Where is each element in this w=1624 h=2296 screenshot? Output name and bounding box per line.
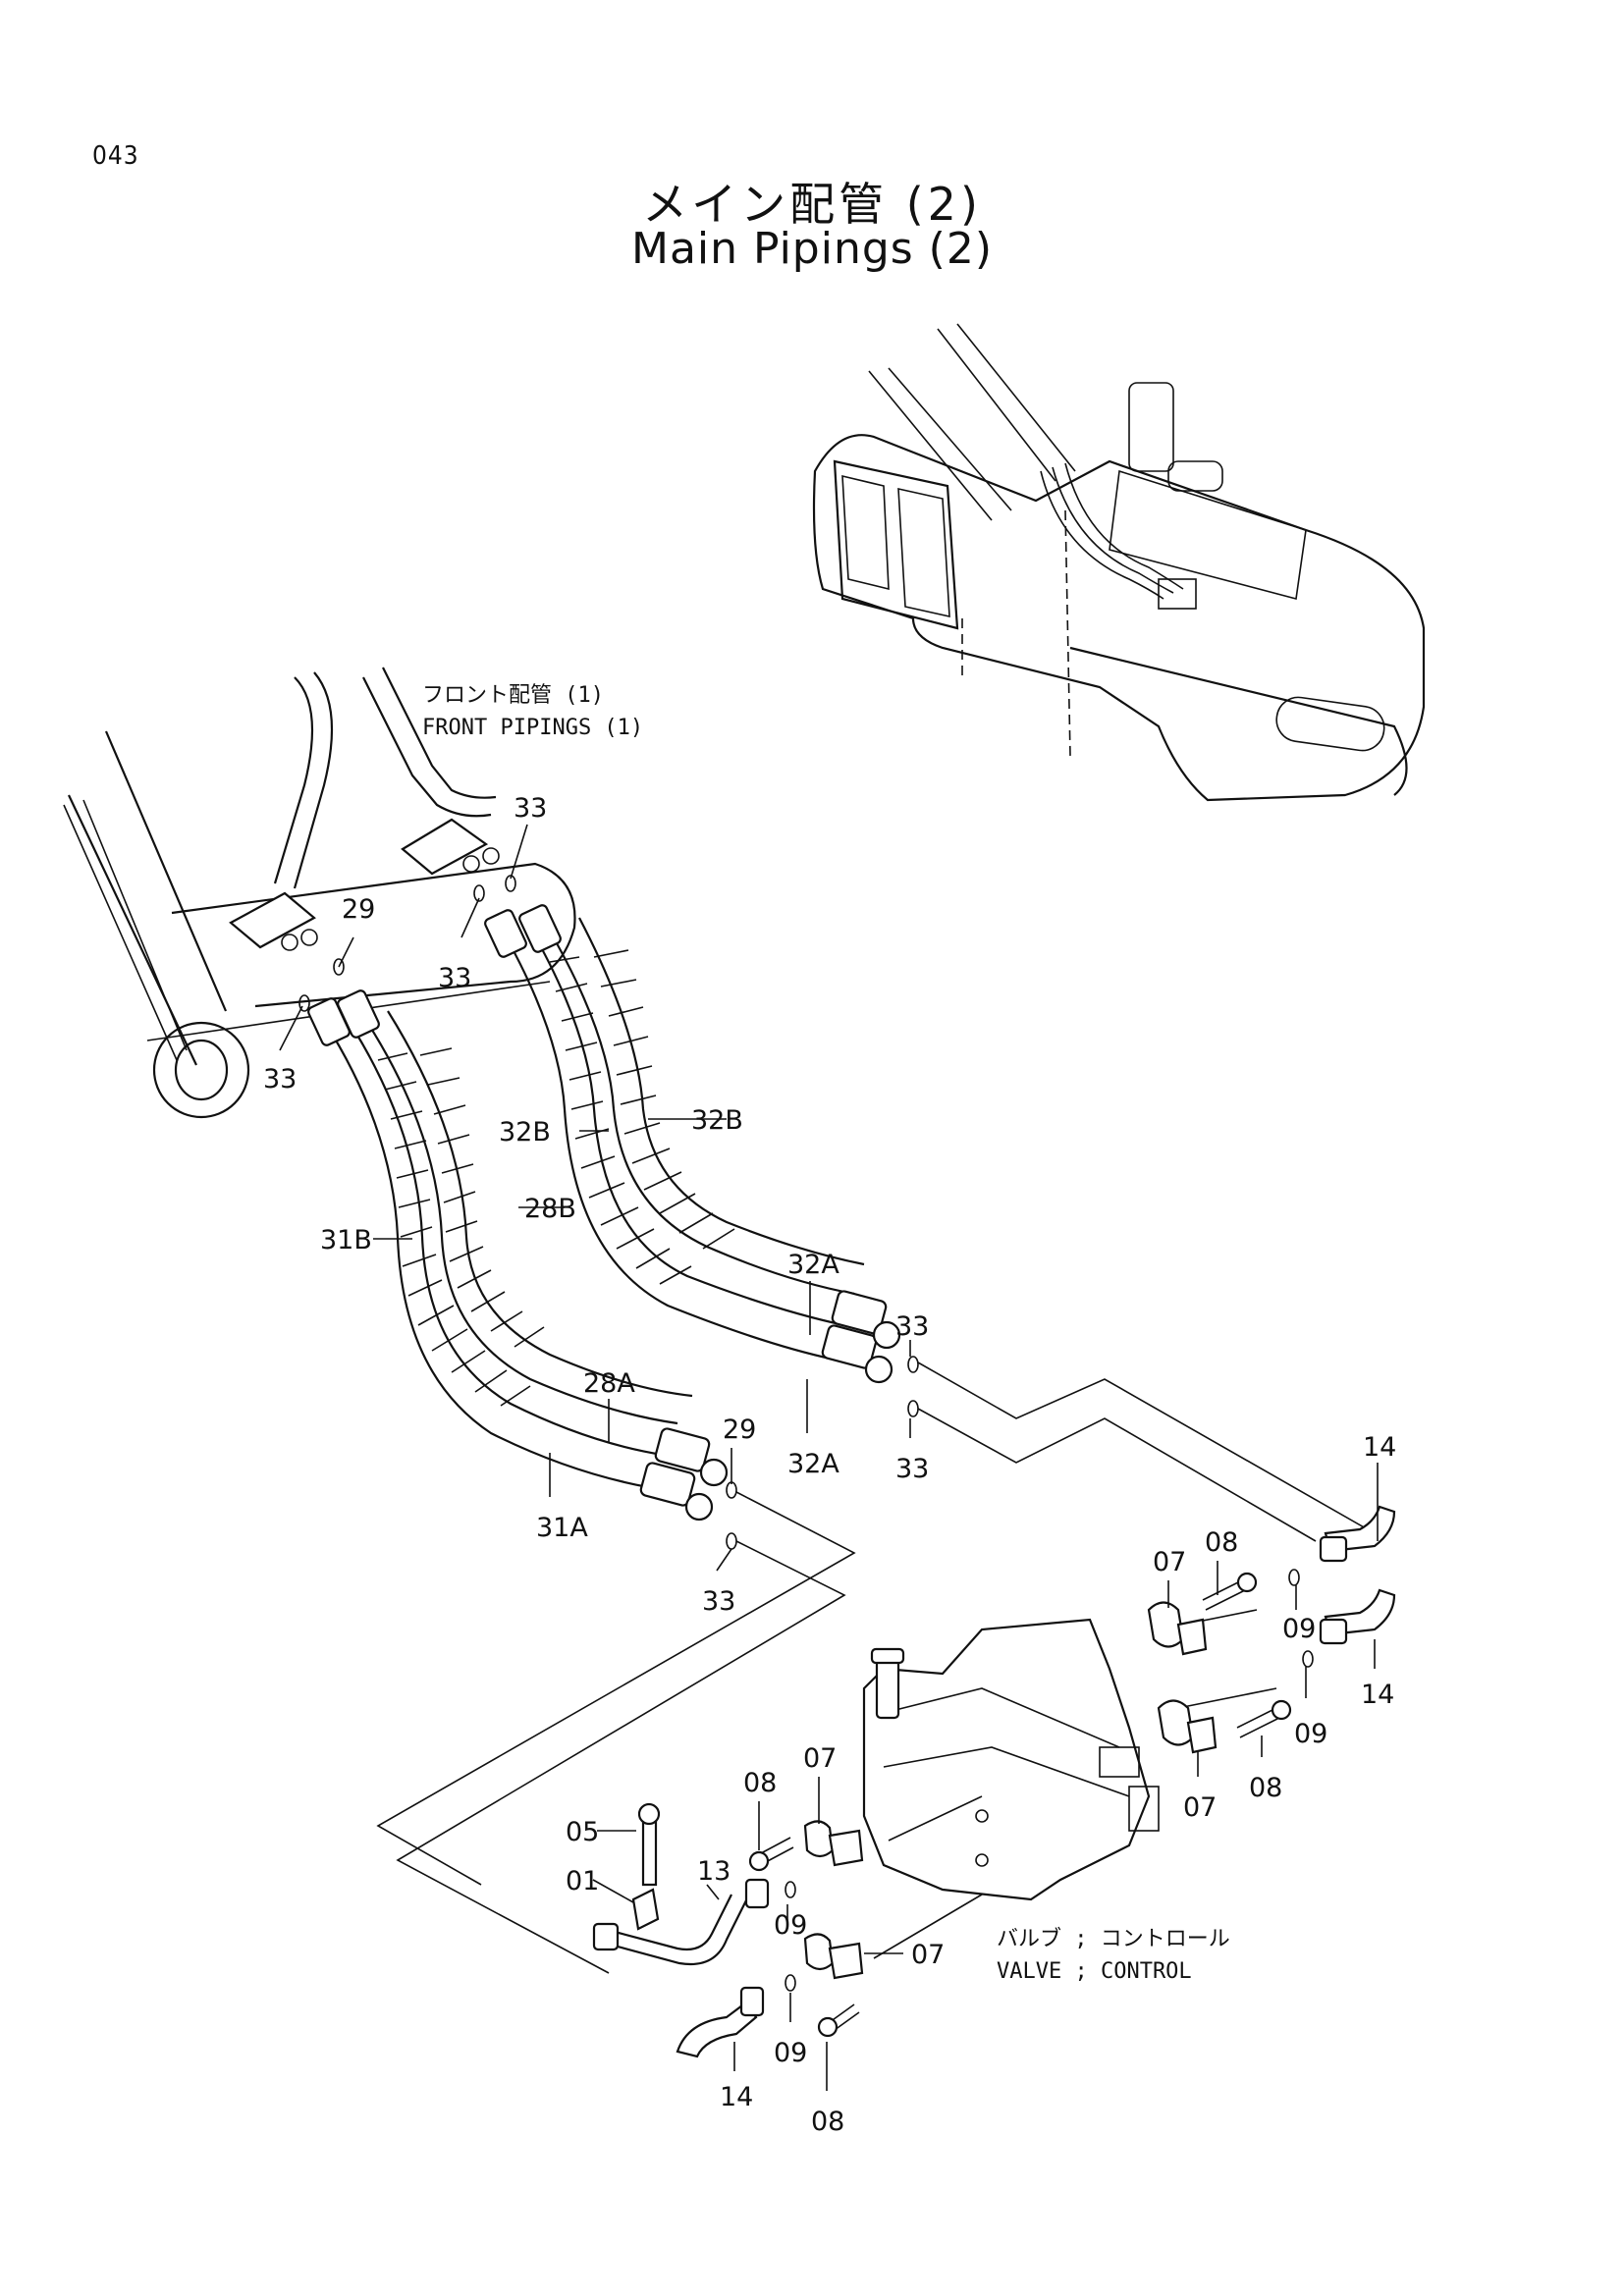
callout-14: 14 (1363, 1432, 1396, 1463)
note-valve-jp: バルブ ; コントロール (997, 1927, 1230, 1951)
callout-33: 33 (263, 1064, 297, 1095)
callout-14: 14 (1361, 1680, 1394, 1710)
excavator-overview (812, 323, 1426, 802)
callout-31a: 31A (536, 1513, 588, 1543)
callout-29: 29 (342, 894, 375, 925)
callout-28b: 28B (524, 1194, 576, 1224)
page-number: 043 (92, 141, 139, 171)
callout-01: 01 (566, 1866, 599, 1896)
callout-08: 08 (1249, 1773, 1282, 1803)
callout-29: 29 (723, 1415, 756, 1445)
callout-08: 08 (743, 1768, 777, 1798)
control-valve (862, 1618, 1160, 1901)
callout-14: 14 (720, 2082, 753, 2112)
callout-09: 09 (1294, 1719, 1327, 1749)
callout-09: 09 (1282, 1614, 1316, 1644)
callout-07: 07 (1153, 1547, 1186, 1577)
title-japanese: メイン配管 (2) (642, 178, 982, 231)
callouts: 33 33 33 29 32B 32B 28B 31B 32A 32A 28A … (263, 793, 1396, 2137)
boom-section (63, 667, 576, 1119)
callout-05: 05 (566, 1817, 599, 1847)
callout-32b: 32B (499, 1117, 551, 1148)
note-front-pipings-jp: フロント配管 (1) (422, 683, 604, 708)
callout-32b: 32B (691, 1105, 743, 1136)
callout-08: 08 (1205, 1527, 1238, 1558)
callout-07: 07 (1183, 1792, 1217, 1823)
callout-13: 13 (697, 1856, 731, 1887)
callout-33: 33 (438, 963, 471, 993)
callout-08: 08 (811, 2107, 844, 2137)
callout-31b: 31B (320, 1225, 372, 1255)
callout-28a: 28A (583, 1368, 635, 1399)
callout-09: 09 (774, 2038, 807, 2068)
title-english: Main Pipings (2) (630, 224, 994, 274)
callout-32a: 32A (787, 1250, 839, 1280)
callout-33: 33 (702, 1586, 735, 1617)
note-valve-en: VALVE ; CONTROL (997, 1959, 1192, 1984)
hoses (307, 904, 901, 1522)
callout-33: 33 (895, 1311, 929, 1342)
leader-lines (279, 824, 1379, 2091)
callout-33: 33 (895, 1454, 929, 1484)
fittings (298, 875, 1396, 2058)
callout-09: 09 (774, 1910, 807, 1941)
note-front-pipings-en: FRONT PIPINGS (1) (422, 716, 643, 740)
callout-32a: 32A (787, 1449, 839, 1479)
callout-07: 07 (803, 1743, 837, 1774)
routing-lines (376, 1362, 1380, 1974)
callout-33: 33 (514, 793, 547, 824)
callout-07: 07 (911, 1940, 945, 1970)
